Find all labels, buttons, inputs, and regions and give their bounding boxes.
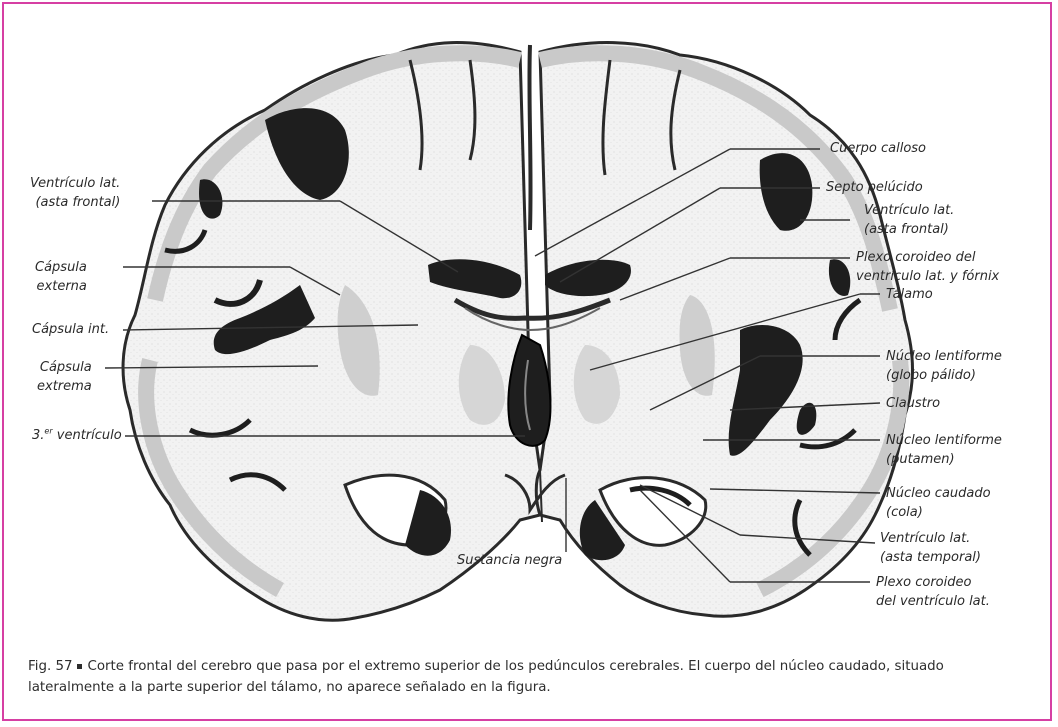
label-line: (asta temporal): [880, 548, 981, 567]
label-line: externa: [35, 277, 87, 296]
label-line: Cápsula: [35, 258, 87, 277]
label-line: Tálamo: [886, 287, 933, 302]
label-capsula-externa: Cápsula externa: [35, 258, 87, 296]
caption-text: Corte frontal del cerebro que pasa por e…: [28, 659, 944, 695]
label-line: Claustro: [886, 396, 940, 411]
label-line: Ventrículo lat.: [30, 174, 120, 193]
label-plexo-lat: Plexo coroideo del ventrículo lat.: [876, 573, 990, 611]
label-ventriculo-temporal: Ventrículo lat. (asta temporal): [880, 529, 981, 567]
label-line: Cuerpo calloso: [830, 141, 926, 156]
label-line: Cápsula int.: [32, 322, 109, 337]
label-line: (globo pálido): [886, 366, 1002, 385]
label-line: Septo pelúcido: [826, 180, 923, 195]
label-superscript: er: [44, 427, 52, 436]
label-caudado-cola: Núcleo caudado (cola): [886, 484, 991, 522]
label-claustro: Claustro: [886, 394, 940, 413]
label-line: Ventrículo lat.: [864, 201, 954, 220]
label-line: Cápsula: [37, 358, 92, 377]
label-capsula-extrema: Cápsula extrema: [37, 358, 92, 396]
label-line: Ventrículo lat.: [880, 529, 981, 548]
label-ventriculo-frontal-right: Ventrículo lat. (asta frontal): [864, 201, 954, 239]
label-septo-pelucido: Septo pelúcido: [826, 178, 923, 197]
label-ventriculo-frontal-left: Ventrículo lat. (asta frontal): [30, 174, 120, 212]
label-line: extrema: [37, 377, 92, 396]
label-line: (asta frontal): [864, 220, 954, 239]
label-line: (asta frontal): [30, 193, 120, 212]
label-talamo: Tálamo: [886, 285, 933, 304]
label-cuerpo-calloso: Cuerpo calloso: [830, 139, 926, 158]
label-line: Sustancia negra: [457, 553, 562, 568]
label-line: (putamen): [886, 450, 1002, 469]
label-tercer-ventriculo: 3.er ventrículo: [32, 426, 122, 445]
caption-bullet: [77, 664, 82, 669]
label-line: (cola): [886, 503, 991, 522]
label-line: 3.: [32, 428, 44, 443]
label-capsula-int: Cápsula int.: [32, 320, 109, 339]
label-lentiforme-globo: Núcleo lentiforme (globo pálido): [886, 347, 1002, 385]
label-line: Núcleo lentiforme: [886, 347, 1002, 366]
label-lentiforme-putamen: Núcleo lentiforme (putamen): [886, 431, 1002, 469]
label-line: ventrículo lat. y fórnix: [856, 267, 999, 286]
label-line: del ventrículo lat.: [876, 592, 990, 611]
label-line: Núcleo caudado: [886, 484, 991, 503]
label-line: Plexo coroideo del: [856, 248, 999, 267]
label-line: ventrículo: [53, 428, 122, 443]
label-line: Plexo coroideo: [876, 573, 990, 592]
label-line: Núcleo lentiforme: [886, 431, 1002, 450]
label-plexo-fornix: Plexo coroideo del ventrículo lat. y fór…: [856, 248, 999, 286]
figure-number: Fig. 57: [28, 659, 73, 674]
label-sustancia-negra: Sustancia negra: [457, 551, 562, 570]
